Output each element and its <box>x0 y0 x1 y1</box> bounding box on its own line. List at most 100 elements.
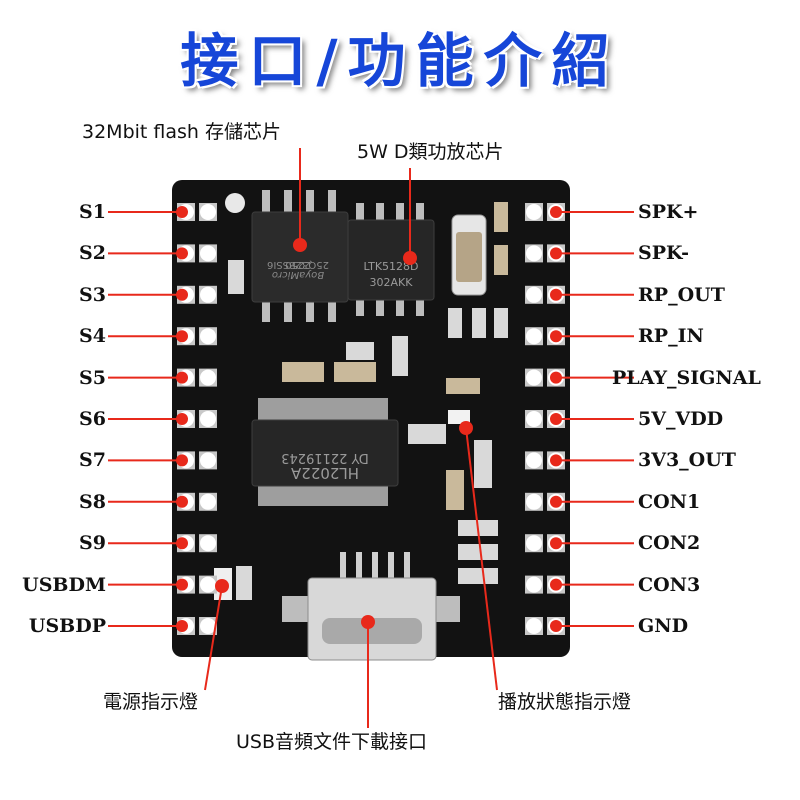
right-pad <box>526 618 542 634</box>
pin-leader-lines <box>108 206 634 632</box>
left-pin-dot <box>176 413 188 425</box>
amp-chip: LTK5128D 302AKK <box>347 203 435 316</box>
right-pad <box>526 535 542 552</box>
left-pin-label: S8 <box>79 490 106 513</box>
mounting-hole <box>225 193 245 213</box>
left-pin-dot <box>176 206 188 218</box>
left-pin-label: S2 <box>79 242 106 265</box>
amp-marking-1: LTK5128D <box>363 260 418 273</box>
flash-marking-2: 2250 <box>285 259 310 270</box>
left-pin-dot <box>176 578 188 591</box>
left-pad <box>200 493 216 510</box>
right-pad <box>526 286 542 303</box>
right-pin-dot <box>550 454 562 467</box>
right-pin-label: CON3 <box>638 573 701 596</box>
right-pin-label: SPK+ <box>638 201 699 223</box>
right-pad <box>526 576 542 593</box>
callout-usb: USB音頻文件下載接口 <box>236 731 428 753</box>
left-pin-dot <box>176 537 188 550</box>
left-pin-dot <box>176 620 188 632</box>
callout-amp: 5W D類功放芯片 <box>357 141 504 163</box>
flash-marking-3: BoyaMicro <box>272 269 324 280</box>
right-pin-label: SPK- <box>638 242 690 265</box>
left-pin-label: S7 <box>79 449 106 472</box>
play-led-callout-dot <box>459 421 473 435</box>
smd-part-3 <box>472 308 486 338</box>
right-pin-dot <box>550 537 562 550</box>
left-pin-label: S6 <box>79 408 106 430</box>
right-pin-dot <box>550 330 562 343</box>
right-pin-label: CON2 <box>638 532 701 555</box>
right-pin-dot <box>550 247 562 260</box>
smd-part-1 <box>228 260 244 294</box>
right-pin-dot <box>550 413 562 425</box>
left-pin-dot <box>176 330 188 343</box>
right-pad <box>526 411 542 427</box>
left-pin-label: S4 <box>79 325 106 348</box>
left-pad <box>200 204 216 220</box>
amp-marking-2: 302AKK <box>370 276 414 289</box>
right-pad <box>526 452 542 469</box>
left-pin-label: S5 <box>79 366 106 389</box>
right-pin-label: 3V3_OUT <box>638 449 736 472</box>
left-pin-label: S9 <box>79 532 106 555</box>
main-marking-2: DY 22119243 <box>281 450 369 465</box>
left-pin-label: S3 <box>79 283 106 306</box>
smd-part-9 <box>446 378 480 394</box>
smd-part-4 <box>494 308 508 338</box>
right-pad <box>526 245 542 262</box>
resistor-2 <box>494 245 508 275</box>
smd-part-8 <box>334 362 376 382</box>
callout-flash: 32Mbit flash 存儲芯片 <box>82 121 281 143</box>
left-pin-dot <box>176 495 188 508</box>
right-pin-label: GND <box>638 615 689 637</box>
smd-part-2 <box>448 308 462 338</box>
right-pad <box>526 369 542 386</box>
flash-callout-dot <box>293 238 307 252</box>
left-pin-dot <box>176 371 188 384</box>
smd-part-16 <box>236 566 252 600</box>
flash-marking-1: 25Q32BSSI6 <box>267 259 329 270</box>
main-marking-1: HL2022A <box>290 464 359 482</box>
smd-part-11 <box>474 440 492 488</box>
left-pad <box>200 576 216 593</box>
callout-play-led: 播放狀態指示燈 <box>498 691 632 713</box>
usb-callout-dot <box>361 615 375 629</box>
power-led-callout-dot <box>215 579 229 593</box>
left-pin-dot <box>176 454 188 467</box>
right-pin-dot <box>550 495 562 508</box>
smd-part-6 <box>392 336 408 376</box>
left-pad <box>200 411 216 427</box>
usb-connector <box>282 552 460 661</box>
left-pad <box>200 618 216 634</box>
left-pin-label: USBDM <box>22 573 106 596</box>
left-pad <box>200 452 216 469</box>
left-pin-label: USBDP <box>28 615 106 637</box>
left-pad <box>200 535 216 552</box>
capacitor-body <box>456 232 482 282</box>
smd-part-12 <box>446 470 464 510</box>
right-pin-label: RP_IN <box>638 325 704 348</box>
left-pad <box>200 369 216 386</box>
smd-part-10 <box>408 424 446 444</box>
smd-part-15 <box>458 568 498 584</box>
right-pin-dot <box>550 206 562 218</box>
left-pad <box>200 245 216 262</box>
right-pad <box>526 493 542 510</box>
left-pin-dot <box>176 288 188 301</box>
play-led <box>448 410 470 424</box>
right-pin-label: 5V_VDD <box>638 408 724 430</box>
right-pin-dot <box>550 288 562 301</box>
right-pin-label: CON1 <box>638 490 701 513</box>
left-pad <box>200 328 216 345</box>
right-pad <box>526 204 542 220</box>
left-pad <box>200 286 216 303</box>
page-title: 接口/功能介紹 <box>180 27 620 95</box>
smd-part-5 <box>346 342 374 360</box>
left-pin-label: S1 <box>79 201 106 223</box>
amp-callout-dot <box>403 251 417 265</box>
resistor-1 <box>494 202 508 232</box>
right-pad <box>526 328 542 345</box>
